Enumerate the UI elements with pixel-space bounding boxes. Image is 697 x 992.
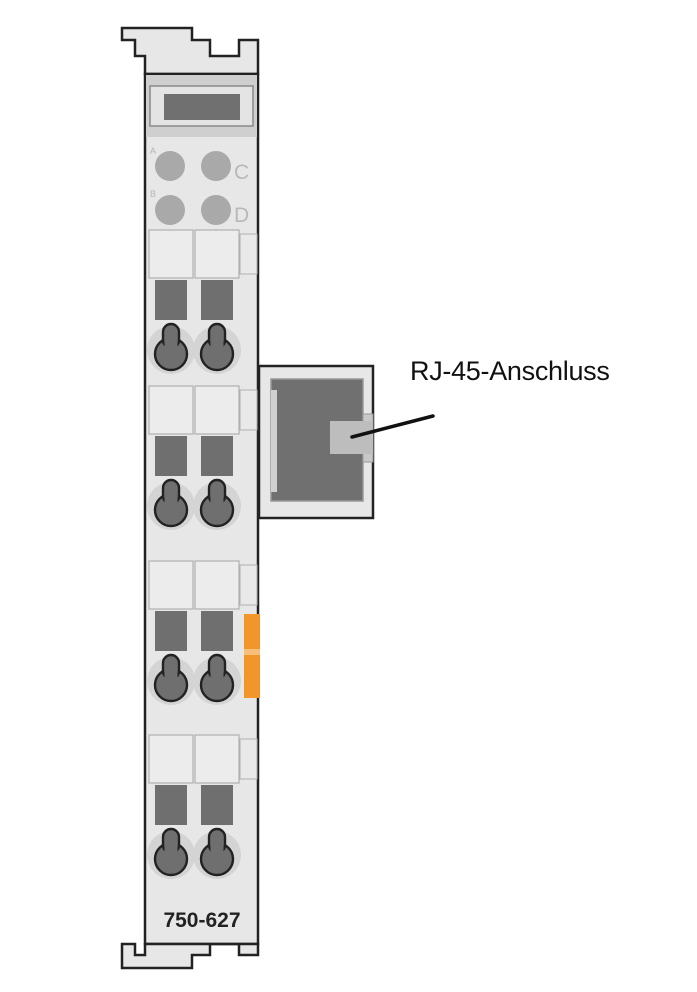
led-b-icon: [155, 195, 185, 225]
led-c-icon: [201, 151, 231, 181]
actuator-square: [201, 436, 233, 476]
conductor-key-join: [164, 340, 178, 354]
callout-label-rj45: RJ-45-Anschluss: [410, 356, 610, 386]
terminal-groups: [147, 229, 258, 879]
bottom-latch: [120, 942, 260, 970]
release-slot: [194, 385, 240, 435]
actuator-square: [201, 785, 233, 825]
conductor-key-join: [164, 845, 178, 859]
part-number: 750-627: [163, 909, 240, 932]
callout-leader-line: [350, 414, 435, 439]
conductor-key-join: [210, 340, 224, 354]
conductor-key-join: [164, 671, 178, 685]
actuator-square: [155, 436, 187, 476]
actuator-square: [201, 280, 233, 320]
led-a-icon: [155, 151, 185, 181]
side-notch: [239, 233, 258, 275]
actuator-square: [155, 785, 187, 825]
side-notch: [239, 389, 258, 431]
led-letter-d: D: [234, 204, 249, 227]
status-indicator: [244, 614, 260, 698]
rj45-side-rail: [271, 390, 277, 492]
release-slot: [194, 734, 240, 784]
release-slot: [148, 734, 194, 784]
release-slot: [194, 229, 240, 279]
conductor-key-join: [164, 496, 178, 510]
release-slot: [148, 229, 194, 279]
led-letter-a: A: [150, 146, 156, 156]
led-letter-b: B: [150, 189, 156, 199]
side-notch: [239, 564, 258, 606]
release-slot: [148, 560, 194, 610]
conductor-key-join: [210, 496, 224, 510]
actuator-square: [155, 611, 187, 651]
led-letter-c: C: [234, 161, 249, 184]
side-notch: [239, 738, 258, 780]
release-slot: [148, 385, 194, 435]
conductor-key-join: [210, 845, 224, 859]
status-indicator-divider: [244, 649, 260, 655]
release-slot: [194, 560, 240, 610]
actuator-square: [155, 280, 187, 320]
led-d-icon: [201, 195, 231, 225]
top-latch: [120, 26, 260, 76]
marker-window: [164, 94, 240, 120]
conductor-key-join: [210, 671, 224, 685]
actuator-square: [201, 611, 233, 651]
